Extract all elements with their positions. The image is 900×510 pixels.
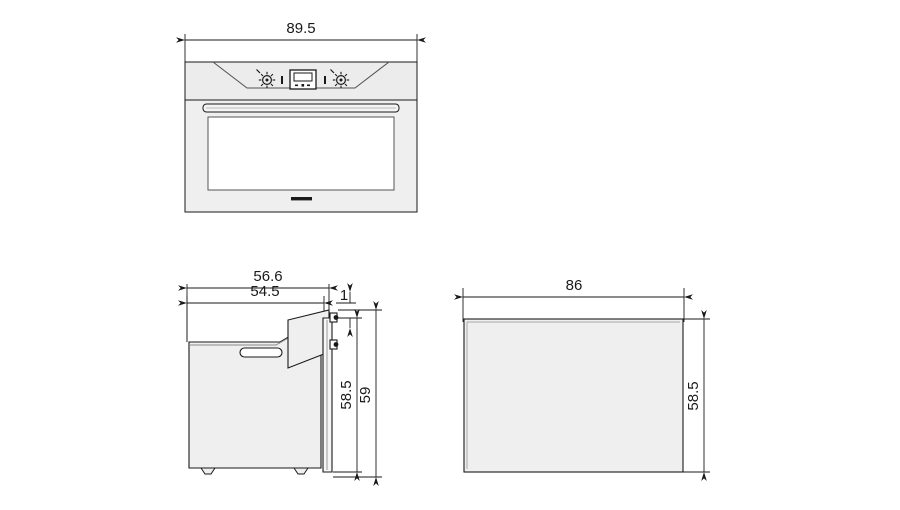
foot: [200, 467, 216, 475]
dimension-cutout-width: 86: [454, 277, 693, 322]
indicator-mark: [324, 76, 326, 84]
side-body-profile: [188, 309, 339, 475]
dimension-side-height-body: 58.5: [333, 309, 362, 481]
dimension-label-cutout-height: 58.5: [685, 381, 702, 410]
dimension-label-side-height-body: 58.5: [338, 380, 355, 409]
rotary-knob-icon[interactable]: [256, 69, 276, 89]
dimension-front-width: 89.5: [176, 20, 426, 62]
cutout-view: 86 58.5: [454, 277, 710, 481]
hinge-bracket: [329, 312, 339, 323]
dimension-cutout-height: 58.5: [682, 310, 710, 481]
dimension-label-side-height-total: 59: [357, 387, 374, 404]
brand-logo-mark: [291, 197, 312, 201]
foot: [293, 467, 309, 475]
oven-door-body: [184, 99, 418, 213]
hinge-bracket: [329, 339, 339, 350]
door-window: [207, 116, 395, 191]
handle-bar[interactable]: [202, 103, 400, 113]
control-panel: [184, 61, 418, 101]
dimension-side-trim-thickness: 1: [336, 283, 356, 337]
vent-slot: [239, 347, 283, 358]
front-view: 89.5: [176, 20, 426, 213]
dimension-label-front-width: 89.5: [286, 20, 315, 37]
indicator-mark: [281, 76, 283, 84]
dimension-label-side-depth-total: 56.6: [253, 268, 282, 285]
dimension-label-side-depth-body: 54.5: [250, 283, 279, 300]
digital-display[interactable]: [289, 69, 317, 90]
cutout-rectangle: [463, 318, 684, 473]
side-view: 56.6 54.5 1 58.5 59: [178, 268, 382, 486]
rotary-knob-icon[interactable]: [330, 69, 350, 89]
dimension-label-side-trim-thickness: 1: [340, 287, 348, 304]
dimension-side-height-total: 59: [333, 301, 382, 486]
dimension-label-cutout-width: 86: [566, 277, 583, 294]
